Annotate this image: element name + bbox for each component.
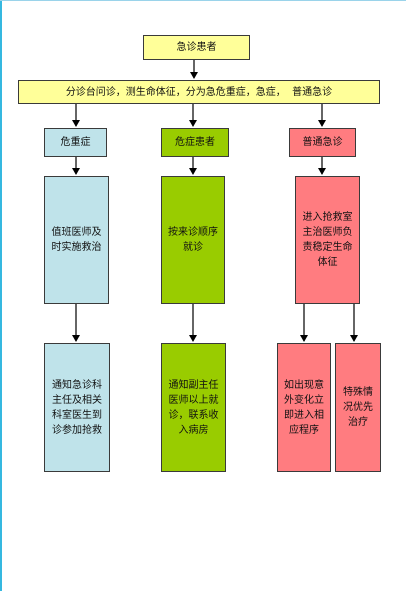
triage-box: 分诊台问诊，测生命体征，分为急危重症，急症， 普通急诊 (18, 80, 380, 104)
severe-step1-box: 按来诊顺序就诊 (161, 176, 225, 304)
general-step1-label: 进入抢救室主治医师负责稳定生命体征 (302, 212, 353, 268)
general-step2a-label: 如出现意外变化立即进入相应程序 (284, 379, 324, 436)
emergency-patient-label: 急诊患者 (176, 42, 217, 53)
severe-step2-label: 通知副主任医师以上就诊，联系收入病房 (168, 379, 219, 436)
severe-step2-box: 通知副主任医师以上就诊，联系收入病房 (161, 343, 226, 472)
emergency-patient-box: 急诊患者 (143, 35, 250, 60)
left-border (0, 0, 2, 591)
critical-step2-label: 通知急诊科主任及相关科室医生到诊参加抢救 (52, 379, 102, 436)
critical-step2-box: 通知急诊科主任及相关科室医生到诊参加抢救 (44, 343, 110, 472)
triage-label: 分诊台问诊，测生命体征，分为急危重症，急症， 普通急诊 (65, 86, 333, 98)
critical-step1-box: 值班医师及时实施救治 (44, 176, 109, 304)
severe-header-box: 危症患者 (161, 128, 229, 157)
critical-header-label: 危重症 (60, 137, 91, 148)
critical-step1-label: 值班医师及时实施救治 (51, 227, 102, 253)
severe-step1-label: 按来诊顺序就诊 (168, 227, 218, 253)
severe-header-label: 危症患者 (175, 137, 215, 148)
general-header-box: 普通急诊 (289, 128, 356, 157)
general-step2b-box: 特殊情况优先治疗 (335, 343, 381, 472)
critical-header-box: 危重症 (44, 128, 107, 157)
general-step2a-box: 如出现意外变化立即进入相应程序 (277, 343, 331, 472)
general-header-label: 普通急诊 (302, 137, 343, 148)
general-step1-box: 进入抢救室主治医师负责稳定生命体征 (295, 176, 360, 304)
top-border (0, 0, 406, 1)
general-step2b-label: 特殊情况优先治疗 (343, 387, 373, 428)
